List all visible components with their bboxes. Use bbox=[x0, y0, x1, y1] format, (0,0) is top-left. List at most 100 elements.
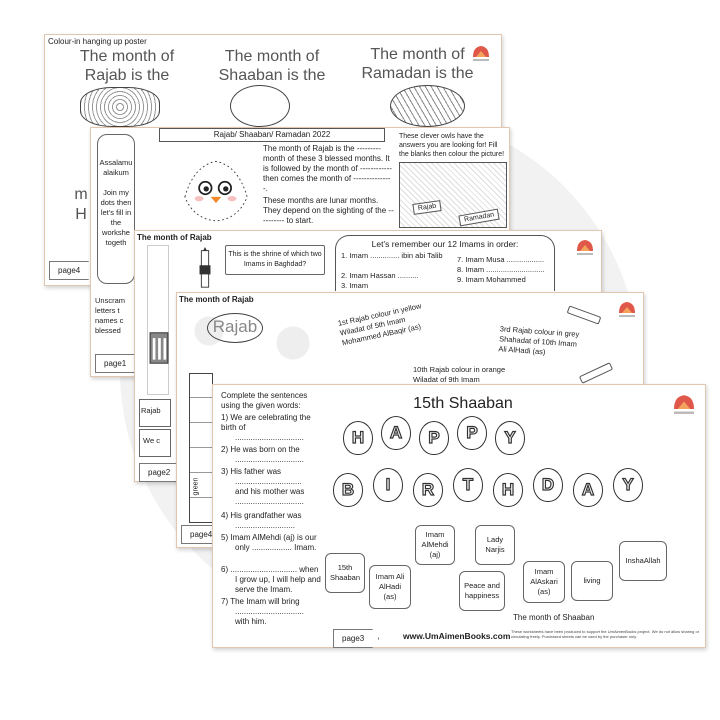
decorative-pattern-ramadan bbox=[390, 85, 465, 127]
sentence-4: 4) His grandfather was .................… bbox=[221, 511, 321, 531]
calendar-word-green: green bbox=[192, 477, 200, 496]
word-box-peace-and-happiness: Peace and happiness bbox=[459, 571, 505, 611]
footer-caption: The month of Shaaban bbox=[513, 613, 595, 622]
sentence-6: 6) .............................. when I… bbox=[221, 565, 321, 595]
rajab-oval bbox=[207, 313, 263, 343]
sentence-text[interactable]: .............................. and his m… bbox=[235, 477, 305, 496]
crayon-icon bbox=[566, 305, 602, 325]
word-box-imam-almehdi: Imam AlMehdi (aj) bbox=[415, 525, 455, 565]
speech-line-1: Assalamu bbox=[99, 158, 133, 167]
row-we-label: We c bbox=[142, 436, 161, 446]
sentence-num: 7) bbox=[221, 597, 229, 606]
balloon-letter-y: Y bbox=[613, 468, 643, 502]
imam-3: 3. Imam bbox=[341, 281, 369, 290]
unscramble-line-4: blessed bbox=[95, 326, 121, 335]
balloon-letter-t: T bbox=[453, 468, 483, 502]
speech-line-3: Join my bbox=[103, 188, 129, 197]
balloon-letter-p: P bbox=[457, 416, 487, 450]
sentence-text[interactable]: .............................. when I gr… bbox=[230, 565, 321, 594]
speech-line-8: togeth bbox=[105, 238, 127, 247]
balloon-letter-d: D bbox=[533, 468, 563, 502]
page3-sheet: Complete the sentences using the given w… bbox=[212, 384, 706, 648]
lunar-paragraph: These months are lunar months. They depe… bbox=[263, 196, 394, 225]
note-1st-rajab: 1st Rajab colour in yellow Wiladat of 5t… bbox=[337, 301, 426, 348]
sentence-blank[interactable]: ............................... bbox=[235, 607, 304, 616]
sentence-2: 2) He was born on the ..................… bbox=[221, 445, 321, 465]
note-10th-rajab: 10th Rajab colour in orange Wiladat of 9… bbox=[413, 365, 505, 385]
crayon-icon bbox=[578, 362, 614, 384]
poster-clipped-m: m bbox=[74, 186, 88, 203]
sentence-num: 6) bbox=[221, 565, 229, 574]
poster-heading-shaaban: The month of Shaaban is the bbox=[218, 48, 326, 84]
balloon-letter-i: I bbox=[373, 468, 403, 502]
page3-title: 15th Shaaban bbox=[413, 395, 513, 412]
balloon-letter-r: R bbox=[413, 473, 443, 507]
sentence-blank[interactable]: ........................... bbox=[235, 521, 296, 530]
shrine-caption: This is the shrine of which two Imams in… bbox=[225, 245, 325, 275]
sentence-text: He was born on the bbox=[230, 445, 300, 454]
word-box-imam-ali-alhadi: Imam Ali AlHadi (as) bbox=[369, 565, 411, 609]
speech-line-2: alaikum bbox=[103, 168, 129, 177]
balloon-letter-b: B bbox=[333, 473, 363, 507]
page4-title: The month of Rajab bbox=[179, 295, 254, 304]
poster-title: Colour-in hanging up poster bbox=[48, 37, 147, 46]
poster-clipped-h: H bbox=[75, 206, 87, 223]
imam-2: 2. Imam Hassan .......... bbox=[341, 271, 419, 280]
imam-7: 7. Imam Musa .................. bbox=[457, 255, 545, 264]
imam-1: 1. Imam .............. ibin abi Talib bbox=[341, 251, 443, 260]
website-link[interactable]: www.UmAimenBooks.com bbox=[403, 631, 511, 641]
sentence-3: 3) His father was ......................… bbox=[221, 467, 321, 507]
balloon-letter-p: P bbox=[419, 421, 449, 455]
decorative-pattern-rajab bbox=[80, 87, 160, 127]
banner: Rajab/ Shaaban/ Ramadan 2022 bbox=[159, 128, 385, 142]
speech-line-5: let’s fill in bbox=[100, 208, 132, 217]
note-line: 10th Rajab colour in orange bbox=[413, 365, 506, 374]
speech-line-7: workshe bbox=[102, 228, 130, 237]
imams-panel bbox=[335, 235, 555, 291]
sentence-text: The Imam will bring bbox=[230, 597, 300, 606]
speech-line-6: the bbox=[110, 218, 122, 227]
sentence-7: 7) The Imam will bring .................… bbox=[221, 597, 321, 627]
unscramble-line-2: letters t bbox=[95, 306, 120, 315]
calendar-grid bbox=[189, 373, 213, 523]
disclaimer: These worksheets have been produced to s… bbox=[511, 629, 700, 639]
umaimen-logo bbox=[674, 395, 694, 414]
rajab-word: Rajab bbox=[212, 317, 258, 336]
balloon-letter-a: A bbox=[573, 473, 603, 507]
umaimen-logo bbox=[619, 302, 635, 317]
speech-line-4: dots then bbox=[100, 198, 132, 207]
sentence-text: We are celebrating the birth of bbox=[221, 413, 311, 432]
sentence-num: 2) bbox=[221, 445, 229, 454]
unscramble-line-1: Unscram bbox=[95, 296, 126, 305]
page-label-page3: page3 bbox=[333, 629, 380, 648]
sentence-blank[interactable]: ............................... bbox=[235, 433, 304, 442]
balloon-letter-y: Y bbox=[495, 421, 525, 455]
instructions: Complete the sentences using the given w… bbox=[221, 391, 308, 410]
sentence-text: His grandfather was bbox=[230, 511, 302, 520]
sentence-5: 5) Imam AlMehdi (aj) is our only .......… bbox=[221, 533, 321, 553]
sentence-blank[interactable]: ............................... bbox=[235, 497, 304, 506]
shrine-illustration bbox=[149, 332, 169, 364]
word-box-lady-narjis: Lady Narjis bbox=[475, 525, 515, 565]
sentence-num: 5) bbox=[221, 533, 229, 542]
page-label-page4: page4 bbox=[49, 261, 96, 280]
page2-title: The month of Rajab bbox=[137, 233, 212, 242]
note-line: Wiladat of 9th Imam bbox=[413, 375, 480, 384]
word-box-inshaallah: InshaAllah bbox=[619, 541, 667, 581]
decorative-pattern-shaaban bbox=[230, 85, 290, 127]
word-box-15th-shaaban: 15th Shaaban bbox=[325, 553, 365, 593]
sentence-blank[interactable]: ............................... bbox=[235, 455, 304, 464]
imams-heading: Let’s remember our 12 Imams in order: bbox=[371, 239, 519, 249]
dot-to-dot-chick bbox=[184, 160, 248, 222]
sentence-num: 4) bbox=[221, 511, 229, 520]
sentence-num: 3) bbox=[221, 467, 229, 476]
owls-caption: These clever owls have the answers you a… bbox=[399, 133, 505, 158]
balloon-letter-h: H bbox=[493, 473, 523, 507]
note-3rd-rajab: 3rd Rajab colour in grey Shahadat of 10t… bbox=[498, 324, 579, 359]
sentence-prefix: His father was bbox=[230, 467, 282, 476]
page-label-page1: page1 bbox=[95, 354, 142, 373]
sentence-num: 1) bbox=[221, 413, 229, 422]
sentence-text[interactable]: Imam AlMehdi (aj) is our only ..........… bbox=[230, 533, 317, 552]
umaimen-logo bbox=[577, 240, 593, 255]
imam-8: 8. Imam ............................ bbox=[457, 265, 545, 274]
